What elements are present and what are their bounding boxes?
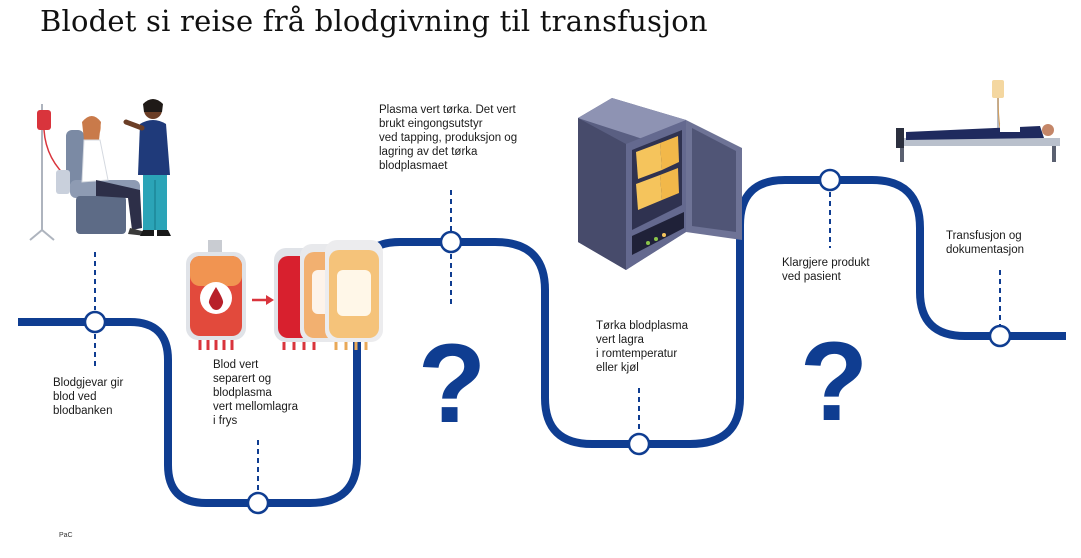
- question-mark-icon: ?: [800, 319, 868, 444]
- milestone-3: [439, 230, 463, 254]
- page-title: Blodet si reise frå blodgivning til tran…: [40, 4, 708, 38]
- patient-bed-illustration: [896, 80, 1060, 162]
- milestone-6: [988, 324, 1012, 348]
- step-2-label: Blod vert separert og blodplasma vert me…: [213, 359, 298, 427]
- milestone-1: [83, 310, 107, 334]
- journey-path: [18, 176, 1066, 507]
- step-5-label: Klargjere produkt ved pasient: [782, 257, 870, 283]
- dashed-connectors: [94, 190, 1001, 492]
- milestone-4: [627, 432, 651, 456]
- step-1-label: Blodgjevar gir blod ved blodbanken: [53, 377, 124, 417]
- step-6-label: Transfusjon og dokumentasjon: [946, 230, 1024, 256]
- milestone-5: [818, 168, 842, 192]
- footer-credit: PaC: [59, 532, 73, 539]
- step-3-label: Plasma vert tørka. Det vert brukt eingon…: [379, 104, 518, 172]
- blood-donor-illustration: [29, 99, 171, 241]
- milestone-2: [246, 491, 270, 515]
- blood-bag-separation-illustration: [186, 240, 383, 350]
- storage-cabinet-illustration: [578, 98, 742, 270]
- step-4-label: Tørka blodplasma vert lagra i romtempera…: [596, 320, 689, 374]
- question-mark-icon: ?: [418, 321, 486, 446]
